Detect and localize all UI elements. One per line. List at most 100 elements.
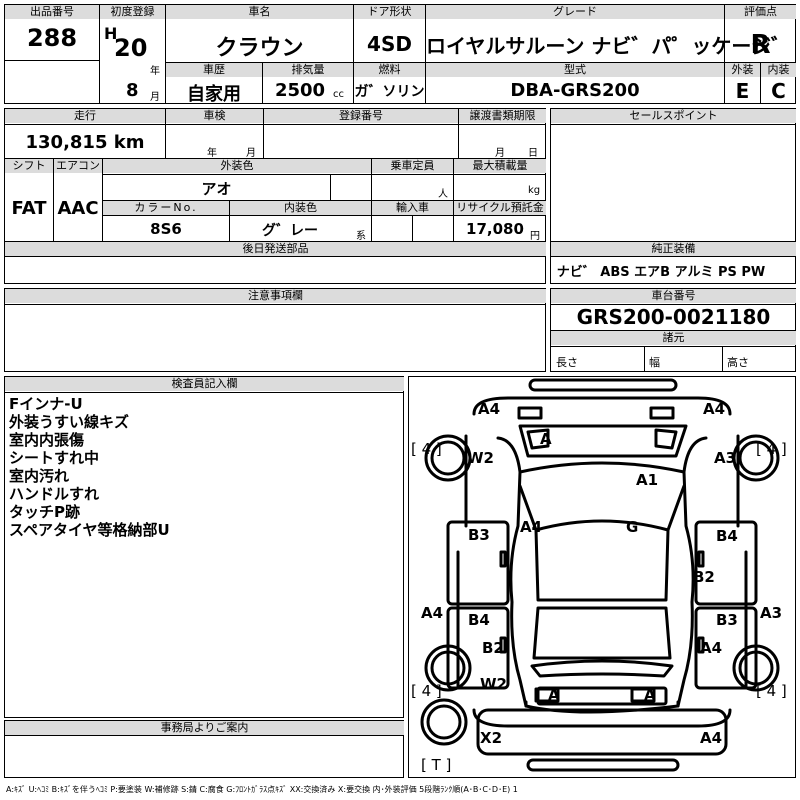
equipment: ナビ゛ ABS エアB アルミ PS PW [556, 265, 766, 280]
tyre-rear-right: [ 4 ] [756, 682, 787, 700]
damage-a1-hood: A1 [636, 471, 659, 489]
interior-color: グ゛レー [262, 223, 318, 239]
office-label: 事務局よりご案内 [5, 721, 404, 735]
damage-a3-right-side: A3 [760, 604, 783, 622]
damage-b4-left-rear-door: B4 [468, 611, 490, 629]
score-label: 評価点 [725, 5, 796, 19]
transfer-month: 月 [495, 148, 505, 159]
inspection-month: 月 [246, 148, 256, 159]
note-line: タッチP跡 [9, 503, 80, 521]
mileage: 130,815 km [25, 132, 145, 153]
interior-grade: C [771, 79, 786, 103]
exterior-grade: E [735, 79, 750, 103]
damage-a4-pillar: A4 [520, 518, 543, 536]
capacity-unit: 人 [438, 189, 448, 200]
displacement-label: 排気量 [263, 63, 353, 77]
damage-a3-front: A3 [714, 449, 737, 467]
damage-b2-left: B2 [482, 639, 504, 657]
aircon: AAC [57, 198, 99, 219]
damage-b4-right-front-door: B4 [716, 527, 738, 545]
detail-table [4, 108, 546, 284]
lot-number: 288 [26, 24, 78, 52]
damage-a4-front-right: A4 [703, 400, 726, 418]
chassis-label: 車台番号 [551, 289, 796, 303]
recycle-fee: 17,080 [466, 220, 524, 238]
model: DBA-GRS200 [510, 80, 640, 101]
history-label: 車歴 [166, 63, 262, 77]
transfer-day: 日 [528, 148, 538, 159]
tyre-rear-left: [ 4 ] [411, 682, 442, 700]
inspection-year: 年 [207, 148, 217, 159]
score: R [750, 30, 771, 60]
tyre-front-left: [ 4 ] [411, 440, 442, 458]
note-line: 外装うすい線キズ [9, 413, 130, 431]
recycle-unit: 円 [530, 231, 540, 242]
registration-no-label: 登録番号 [264, 109, 458, 123]
car-diagram [420, 378, 780, 772]
note-line: Fインナ-U [9, 395, 83, 413]
lot-number-label: 出品番号 [5, 5, 99, 19]
later-parts-label: 後日発送部品 [5, 242, 546, 256]
door-type: 4SD [367, 32, 412, 56]
recycle-label: リサイクル預託金 [454, 201, 546, 215]
registration-month: 8 [126, 80, 139, 101]
office-box [4, 720, 404, 778]
car-name-label: 車名 [166, 5, 353, 19]
shift-label: シフト [5, 159, 53, 173]
inspection-label: 車検 [166, 109, 263, 123]
note-line: シートすれ中 [9, 449, 100, 467]
first-registration-label: 初度登録 [100, 5, 165, 19]
import-label: 輸入車 [372, 201, 453, 215]
registration-year: 20 [114, 34, 148, 62]
sales-point-label: セールスポイント [551, 109, 796, 123]
damage-a4-rear-bumper: A4 [700, 729, 723, 747]
damage-a-windshield: A [540, 430, 552, 448]
mileage-label: 走行 [5, 109, 165, 123]
damage-diagram-box [408, 376, 796, 778]
damage-b3-left-front-door: B3 [468, 526, 490, 544]
length-label: 長さ [556, 356, 578, 369]
fuel: ガ゛ソリン [354, 84, 425, 100]
header-table [4, 4, 796, 104]
note-line: 室内内張傷 [9, 431, 85, 449]
chassis-number: GRS200-0021180 [576, 305, 771, 329]
caution-box [4, 288, 546, 372]
exterior-label: 外装 [725, 63, 760, 77]
displacement: 2500 [274, 80, 326, 101]
tyre-front-right: [ 4 ] [756, 440, 787, 458]
equipment-label: 純正装備 [551, 242, 796, 256]
exterior-color-label: 外装色 [103, 159, 371, 173]
legend: A:ｷｽﾞ U:ﾍｺﾐ B:ｷｽﾞを伴うﾍｺﾐ P:要塗装 W:補修跡 S:錆 … [6, 785, 518, 794]
width-label: 幅 [649, 356, 660, 369]
model-label: 型式 [426, 63, 724, 77]
damage-x2-rear-bumper: X2 [480, 729, 503, 747]
damage-w2-front: W2 [467, 449, 494, 467]
history: 自家用 [187, 84, 241, 105]
damage-a-rear-left: A [548, 686, 560, 704]
car-name: クラウン [215, 36, 304, 61]
shift: FAT [11, 198, 47, 219]
damage-w2-rear: W2 [480, 675, 507, 693]
damage-b3-right-rear-door: B3 [716, 611, 738, 629]
damage-a4-right-lower: A4 [700, 639, 723, 657]
inspector-label: 検査員記入欄 [5, 377, 404, 391]
aircon-label: エアコン [54, 159, 102, 173]
era: H [104, 24, 118, 43]
displacement-unit: cc [333, 89, 344, 100]
specs-label: 諸元 [551, 331, 796, 345]
door-type-label: ドア形状 [354, 5, 425, 19]
note-line: ハンドルすれ [9, 485, 100, 503]
damage-a-rear-right: A [644, 686, 656, 704]
grade: ロイヤルサルーン ナビ゛パ゜ッケージ゛ [426, 34, 791, 58]
month-suffix: 月 [150, 92, 160, 103]
note-line: 室内汚れ [9, 467, 70, 485]
spare-tyre: [ T ] [421, 756, 452, 774]
note-line: スペアタイヤ等格納部U [9, 521, 170, 539]
inspector-notes: Fインナ-U 外装うすい線キズ 室内内張傷 シートすれ中 室内汚れ ハンドルすれ… [9, 395, 170, 539]
fuel-label: 燃料 [354, 63, 425, 77]
inspector-box [4, 376, 404, 718]
interior-label: 内装 [761, 63, 796, 77]
transfer-deadline-label: 譲渡書類期限 [459, 109, 546, 123]
sales-point-box [550, 108, 796, 284]
damage-g-glass: G [626, 518, 639, 536]
